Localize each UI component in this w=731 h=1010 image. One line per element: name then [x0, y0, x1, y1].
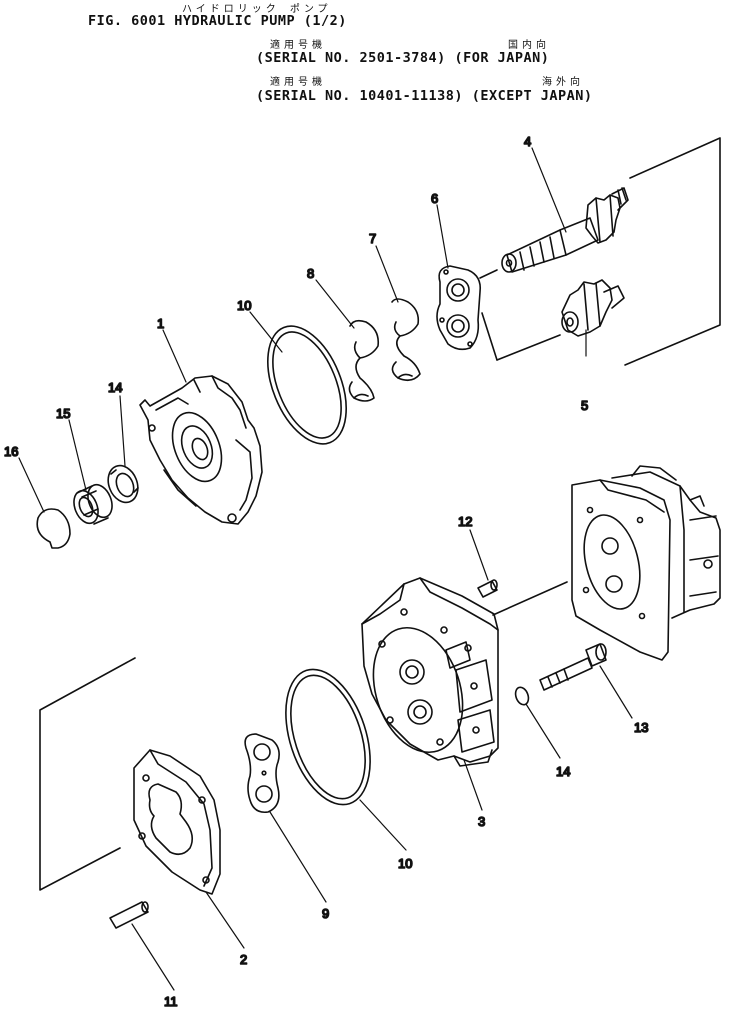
part-2-flange-plate — [133, 749, 221, 895]
part-6-bushing-plate — [436, 265, 482, 351]
figure-title: FIG. 6001 HYDRAULIC PUMP (1/2) — [88, 13, 347, 29]
part-13-bolt — [539, 643, 607, 691]
part-11-pin — [109, 901, 149, 929]
serial-range-2: (SERIAL NO. 10401-11138) — [256, 88, 464, 104]
part-10-o-ring-upper — [267, 325, 347, 445]
callout-10-lower: 10 — [398, 856, 412, 871]
callout-4: 4 — [524, 134, 531, 149]
part-15-oil-seal — [107, 464, 139, 504]
callout-11: 11 — [164, 994, 178, 1009]
bracket-upper-link-b — [481, 312, 498, 361]
destination-2: (EXCEPT JAPAN) — [471, 88, 593, 104]
figure-name: HYDRAULIC PUMP — [174, 13, 296, 29]
jp-destination-1: 国内向 — [508, 40, 550, 51]
jp-destination-2: 海外向 — [542, 77, 584, 88]
back-pump-assembly — [571, 465, 721, 661]
callout-14: 14 — [556, 764, 570, 779]
serial-row-1: (SERIAL NO. 2501-3784) (FOR JAPAN) — [256, 50, 549, 66]
bracket-upper-link-a — [479, 269, 498, 279]
figure-page-part: (1/2) — [303, 13, 347, 29]
callout-2: 2 — [240, 952, 247, 967]
jp-applicable-model-1: 適用号機 — [270, 40, 326, 51]
serial-row-2: (SERIAL NO. 10401-11138) (EXCEPT JAPAN) — [256, 88, 593, 104]
japanese-title: ハイドロリック ポンプ — [182, 4, 332, 15]
callout-9: 9 — [322, 906, 329, 921]
part-10-o-ring-lower — [285, 668, 371, 806]
part-7-backup-ring — [391, 298, 421, 382]
callout-10-upper: 10 — [237, 298, 251, 313]
leader-lines — [18, 147, 633, 991]
callout-6: 6 — [431, 191, 438, 206]
part-3-pump-body — [361, 577, 499, 767]
callout-8: 8 — [307, 266, 314, 281]
callout-15: 14 — [108, 380, 122, 395]
part-1-cover — [139, 375, 263, 525]
bracket-upper — [624, 137, 721, 366]
callout-17: 16 — [4, 444, 18, 459]
part-14-washer — [514, 686, 530, 706]
callout-13: 13 — [634, 720, 648, 735]
callout-5: 5 — [581, 398, 588, 413]
part-17-snap-ring — [36, 508, 71, 549]
part-5-driven-gear — [561, 279, 625, 337]
callout-16: 15 — [56, 406, 70, 421]
part-9-gasket-plate — [244, 733, 280, 814]
jp-applicable-model-2: 適用号機 — [270, 77, 326, 88]
part-4-drive-gear-shaft — [501, 187, 629, 273]
part-8-backup-ring — [348, 319, 380, 402]
part-16-bearing — [73, 483, 113, 525]
bracket-mid-link — [492, 581, 568, 616]
part-12-dowel-pin — [477, 579, 498, 598]
bracket-lower — [39, 657, 136, 891]
figure-number: FIG. 6001 — [88, 13, 166, 29]
callout-12: 12 — [458, 514, 472, 529]
callout-1: 1 — [157, 316, 164, 331]
callout-7: 7 — [369, 231, 376, 246]
destination-1: (FOR JAPAN) — [454, 50, 550, 66]
callout-3: 3 — [478, 814, 485, 829]
bracket-upper-link-c — [496, 334, 561, 361]
serial-range-1: (SERIAL NO. 2501-3784) — [256, 50, 446, 66]
